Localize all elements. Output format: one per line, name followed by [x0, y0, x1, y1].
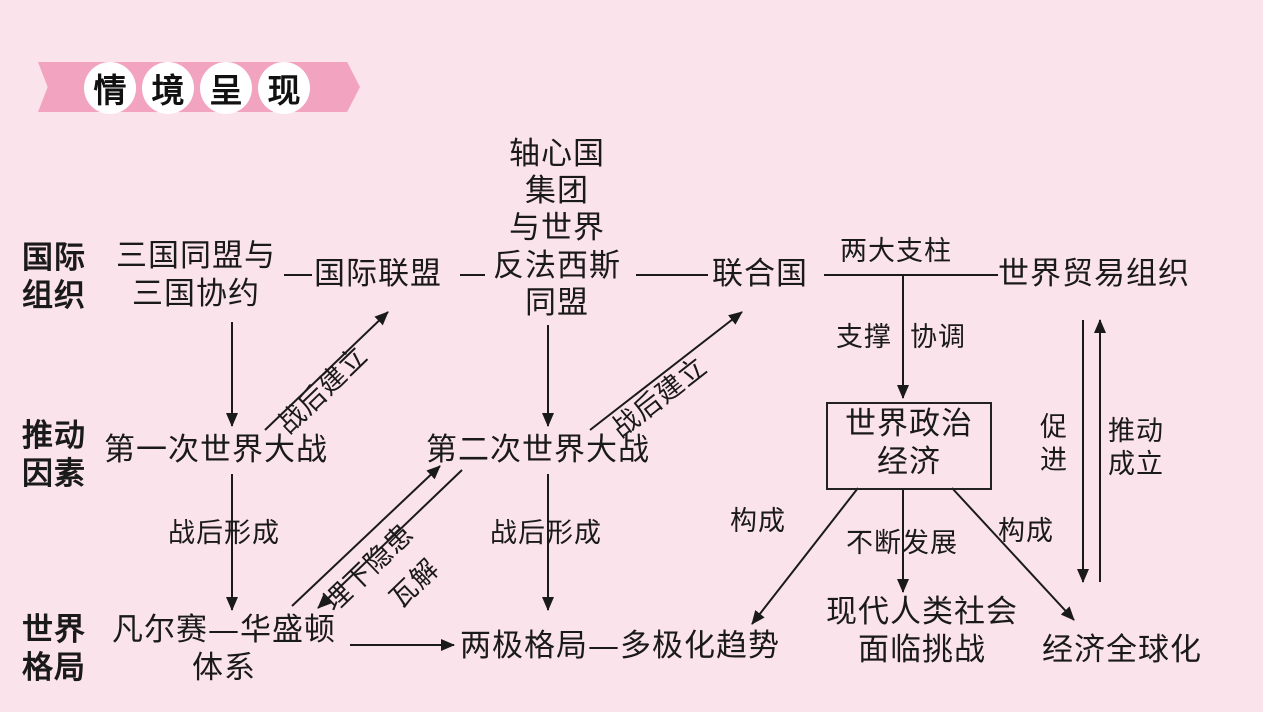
- node-world-politics-economy: 世界政治 经济: [826, 406, 992, 482]
- header-char: 情: [84, 62, 136, 114]
- node-ww1: 第一次世界大战: [104, 432, 328, 468]
- node-axis-vs-antifascist: 轴心国 集团 与世界 反法西斯 同盟: [482, 136, 632, 322]
- node-wto: 世界贸易组织: [998, 256, 1190, 292]
- node-line: 现代人类社会: [826, 594, 1018, 630]
- edge-label-line: 促: [1040, 412, 1068, 443]
- node-modern-challenges: 现代人类社会 面临挑战: [812, 594, 1032, 670]
- node-line: 集团: [525, 173, 589, 210]
- row-label-line: 世界: [22, 612, 86, 648]
- edge-label-promote: 促 进: [1040, 412, 1068, 478]
- node-line: 反法西斯: [493, 247, 621, 284]
- edge-label-coordinate: 协调: [910, 322, 966, 353]
- node-line: 经济: [877, 443, 941, 480]
- header-char: 呈: [200, 62, 252, 114]
- header-char: 境: [142, 62, 194, 114]
- row-label-line: 国际: [22, 240, 86, 276]
- node-economic-globalization: 经济全球化: [1042, 632, 1202, 668]
- header-title: 情 境 呈 现: [84, 62, 310, 114]
- row-label-line: 格局: [22, 649, 86, 686]
- edge-label-two-pillars: 两大支柱: [840, 236, 952, 267]
- node-ww2: 第二次世界大战: [426, 432, 650, 468]
- node-united-nations: 联合国: [712, 256, 808, 292]
- node-line: 体系: [192, 649, 256, 686]
- edge-label-develop: 不断发展: [846, 528, 958, 559]
- row-label-world-pattern: 世界 格局: [22, 612, 86, 688]
- edge-label-postwar-formed: 战后形成: [490, 518, 602, 549]
- node-line: 凡尔赛—华盛顿: [112, 612, 336, 648]
- node-bipolar-multipolar: 两极格局—多极化趋势: [460, 628, 780, 664]
- arrow-versailles-ww2: [291, 465, 441, 607]
- node-line: 面临挑战: [858, 631, 986, 668]
- edge-label-support: 支撑: [836, 322, 892, 353]
- edge-label-line: 成立: [1108, 448, 1164, 480]
- node-league-of-nations: 国际联盟: [314, 256, 442, 292]
- node-line: 与世界: [509, 210, 605, 247]
- arrow-ww2-versailles: [317, 469, 463, 609]
- edge-label-postwar-formed: 战后形成: [168, 518, 280, 549]
- edge-label-compose: 构成: [730, 506, 786, 537]
- row-label-driving-factor: 推动 因素: [22, 418, 86, 494]
- edge-label-compose: 构成: [998, 516, 1054, 547]
- row-label-line: 因素: [22, 455, 86, 492]
- node-line: 同盟: [525, 284, 589, 321]
- edge-label-line: 进: [1040, 444, 1068, 476]
- node-line: 世界政治: [845, 406, 973, 442]
- header-char: 现: [258, 62, 310, 114]
- edge-label-push-establish: 推动 成立: [1108, 416, 1164, 482]
- row-label-intl-org: 国际 组织: [22, 240, 86, 316]
- arrow-worldecon-globalization: [951, 487, 1075, 621]
- arrow-ww2-un: [589, 311, 743, 431]
- arrow-ww1-league: [264, 311, 389, 431]
- row-label-line: 推动: [22, 418, 86, 454]
- node-line: 三国协约: [132, 275, 260, 312]
- arrow-worldecon-bipolar: [751, 487, 859, 625]
- node-world-econ-box: [826, 402, 992, 490]
- node-line: 轴心国: [509, 136, 605, 172]
- node-line: 三国同盟与: [116, 238, 276, 274]
- edge-label-line: 推动: [1108, 416, 1164, 447]
- node-versailles-washington: 凡尔赛—华盛顿 体系: [104, 612, 344, 688]
- row-label-line: 组织: [22, 277, 86, 314]
- node-triple-alliance: 三国同盟与 三国协约: [104, 238, 288, 314]
